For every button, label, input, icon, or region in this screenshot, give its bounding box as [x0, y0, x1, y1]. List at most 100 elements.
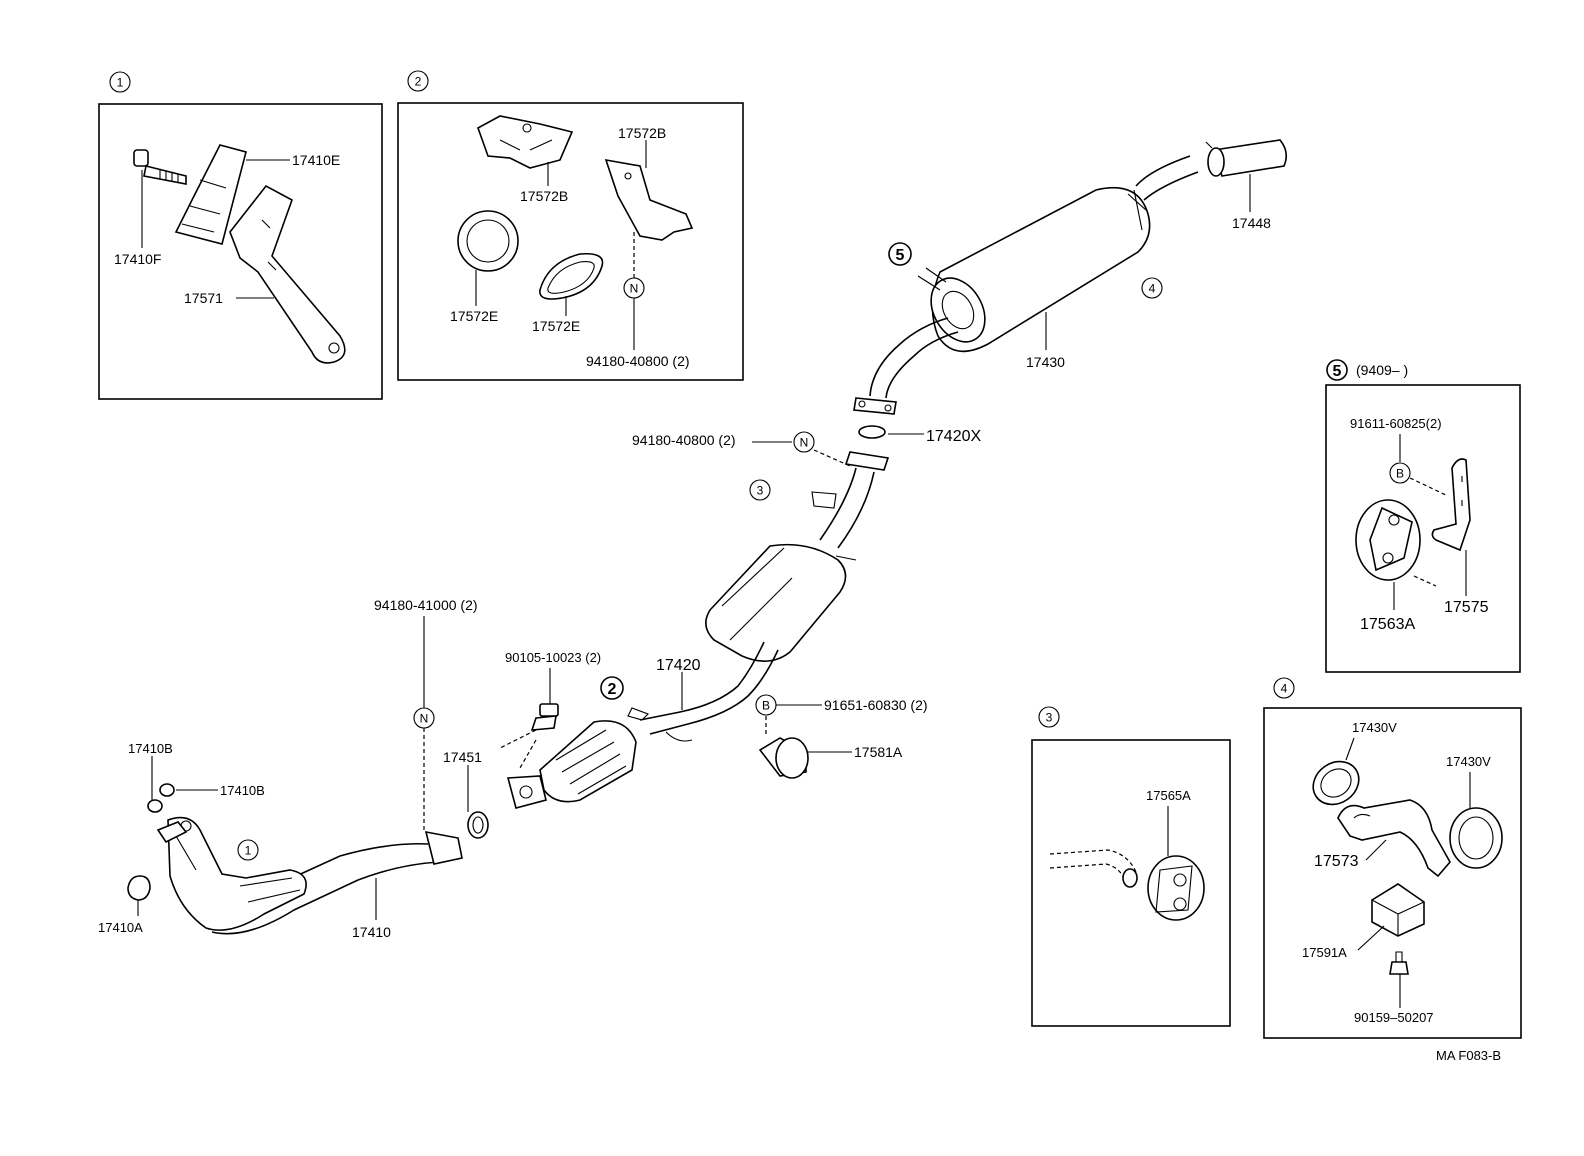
bolt-marker-B-main: B [755, 694, 777, 716]
tailpipe-17448 [1205, 139, 1288, 177]
svg-text:B: B [762, 699, 770, 713]
location-marker-3: 3 [749, 479, 771, 501]
location-marker-5: 5 [888, 242, 912, 266]
label-94180-40800-top: 94180-40800 (2) [586, 353, 690, 369]
hanger-rod-dashed [1049, 849, 1138, 888]
inset-marker-3: 3 [1038, 706, 1060, 728]
svg-text:2: 2 [415, 75, 422, 89]
svg-text:3: 3 [1046, 711, 1053, 725]
label-17563A: 17563A [1360, 616, 1415, 633]
svg-text:B: B [1396, 467, 1404, 481]
label-17410B-a: 17410B [128, 741, 173, 756]
location-marker-1: 1 [237, 839, 259, 861]
label-17572E-left: 17572E [450, 308, 498, 324]
label-17575: 17575 [1444, 599, 1489, 616]
svg-text:2: 2 [608, 681, 617, 698]
location-marker-2: 2 [600, 676, 624, 700]
label-17572B-left: 17572B [520, 188, 568, 204]
svg-text:N: N [800, 436, 809, 450]
dashed-link-B-inset5 [1409, 477, 1449, 497]
label-17448: 17448 [1232, 215, 1271, 231]
inset-box-4 [1263, 707, 1522, 1039]
hanger-17581A [758, 737, 809, 779]
inset-box-3 [1031, 739, 1231, 1027]
rubber-hanger-17563A [1355, 499, 1421, 581]
muffler-inlet-pipe [853, 317, 959, 415]
svg-text:4: 4 [1281, 682, 1288, 696]
gasket-17451 [467, 811, 489, 839]
label-94180-40800-mid: 94180-40800 (2) [632, 432, 736, 448]
dashed-link-17575 [1413, 575, 1437, 587]
nut-17410A [127, 875, 151, 901]
muffler-17430 [917, 186, 1151, 353]
label-17572B-right: 17572B [618, 125, 666, 141]
leader-17430V-a [1345, 737, 1355, 761]
inset-box-5 [1325, 384, 1521, 673]
clamp-17410E [174, 144, 247, 245]
svg-text:N: N [630, 282, 639, 296]
label-17410E: 17410E [292, 152, 340, 168]
gasket-17410B-b [159, 783, 175, 797]
bracket-17573 [1337, 799, 1451, 878]
label-17451: 17451 [443, 749, 482, 765]
tail-pipe-tube [1135, 155, 1199, 201]
label-17591A: 17591A [1302, 945, 1347, 960]
label-17430V-b: 17430V [1446, 754, 1491, 769]
leader-17591A [1357, 925, 1385, 951]
location-marker-4: 4 [1141, 277, 1163, 299]
dashed-link-N-mid [813, 449, 851, 467]
inset-marker-4: 4 [1273, 677, 1295, 699]
bolt-17410F [133, 149, 187, 185]
gasket-17572E-oval [539, 252, 604, 300]
leader-17573 [1365, 839, 1387, 861]
inset-marker-1: 1 [109, 71, 131, 93]
label-91651-60830: 91651-60830 (2) [824, 697, 928, 713]
label-17420: 17420 [656, 657, 701, 674]
label-17571: 17571 [184, 290, 223, 306]
bolt-90159-50207 [1389, 951, 1409, 975]
label-17430: 17430 [1026, 354, 1065, 370]
label-90159-50207: 90159–50207 [1354, 1010, 1434, 1025]
inset-marker-5: 5 [1326, 359, 1348, 381]
label-17420X: 17420X [926, 428, 981, 445]
label-94180-41000: 94180-41000 (2) [374, 597, 478, 613]
label-17410: 17410 [352, 924, 391, 940]
svg-text:5: 5 [1333, 363, 1342, 380]
heat-insulator-17572B-left [477, 115, 574, 169]
rubber-hanger-17565A [1147, 855, 1205, 921]
inset-box-2 [397, 102, 744, 381]
nut-marker-N-front: N [413, 707, 435, 729]
label-17410F: 17410F [114, 251, 161, 267]
inset-marker-2: 2 [407, 70, 429, 92]
nut-marker-N-mid: N [793, 431, 815, 453]
catalytic-converter [506, 720, 637, 809]
svg-text:5: 5 [896, 247, 905, 264]
svg-text:N: N [420, 712, 429, 726]
svg-text:3: 3 [757, 484, 764, 498]
label-17430V-a: 17430V [1352, 720, 1397, 735]
gasket-17410B-a [147, 799, 163, 813]
label-17410B-b: 17410B [220, 783, 265, 798]
center-pipe-17420 [627, 451, 890, 742]
inset5-date-range: (9409– ) [1356, 362, 1408, 378]
label-17410A: 17410A [98, 920, 143, 935]
rubber-block-17591A [1371, 883, 1425, 937]
label-90105-10023: 90105-10023 (2) [505, 650, 601, 665]
dashed-link-bolt [499, 729, 537, 769]
bolt-90105-10023 [530, 703, 559, 731]
label-91611-60825: 91611-60825(2) [1350, 416, 1442, 431]
label-17573: 17573 [1314, 853, 1359, 870]
svg-text:1: 1 [117, 76, 124, 90]
label-17581A: 17581A [854, 744, 903, 760]
label-17565A: 17565A [1146, 788, 1191, 803]
label-17572E-right: 17572E [532, 318, 580, 334]
bracket-17571 [229, 184, 346, 364]
svg-text:4: 4 [1149, 282, 1156, 296]
hanger-bracket-17575 [1431, 458, 1471, 552]
gasket-17430V-b [1449, 807, 1503, 869]
inset-box-1 [98, 103, 383, 400]
nut-marker-N-inset2: N [623, 277, 645, 299]
bolt-marker-B-inset5: B [1389, 462, 1411, 484]
gasket-17420X [858, 425, 886, 439]
